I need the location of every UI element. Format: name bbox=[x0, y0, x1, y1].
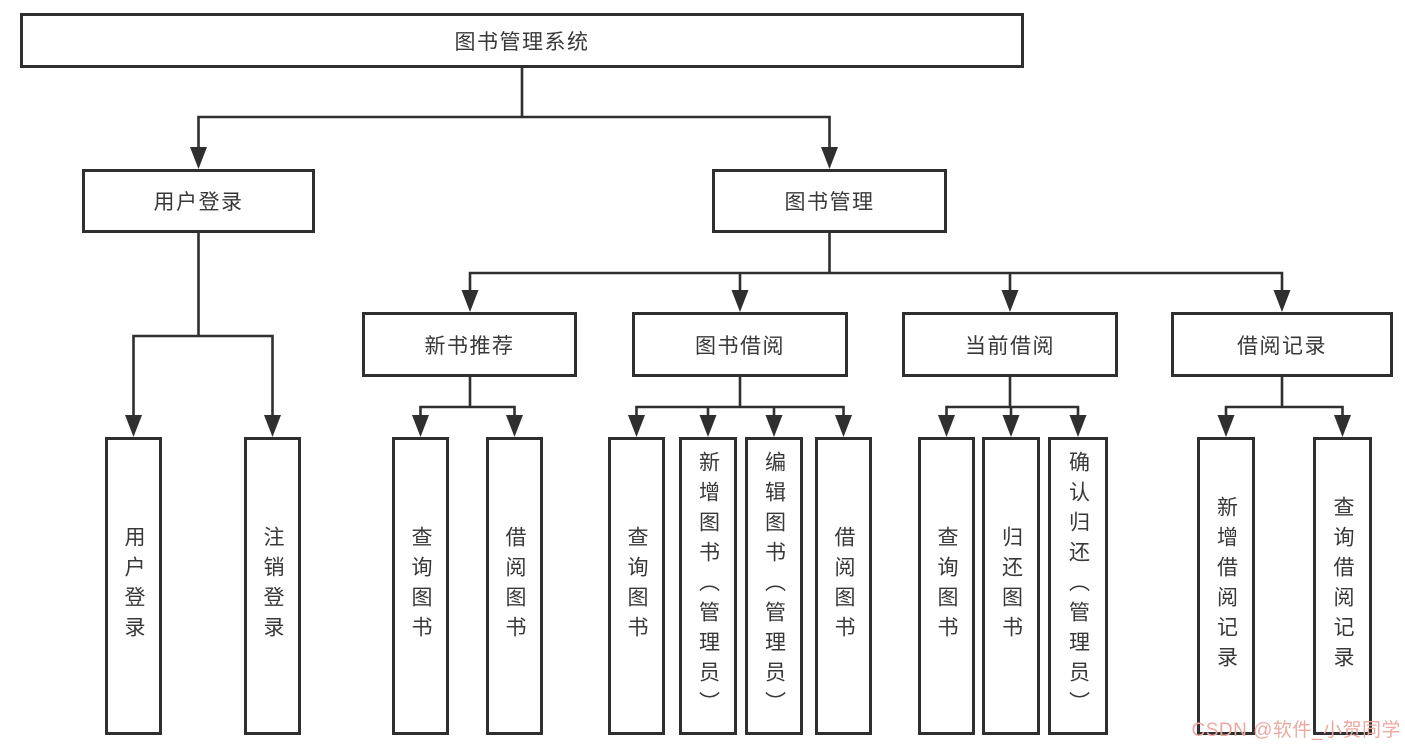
node-book-borrowing: 图书借阅 bbox=[632, 312, 848, 377]
arrow-down-icon bbox=[125, 415, 142, 437]
node-label: 借阅图书 bbox=[503, 526, 526, 646]
leaf-add-borrow-record: 新增借阅记录 bbox=[1197, 437, 1255, 735]
node-label: 图书管理 bbox=[784, 191, 875, 214]
node-user-login: 用户登录 bbox=[82, 169, 315, 233]
node-label: 新书推荐 bbox=[424, 334, 515, 358]
node-label: 用户登录 bbox=[122, 526, 145, 646]
node-label: 借阅记录 bbox=[1237, 334, 1327, 358]
node-book-management: 图书管理 bbox=[712, 169, 947, 233]
node-label: 查询图书 bbox=[625, 526, 648, 646]
arrow-down-icon bbox=[1334, 415, 1351, 437]
node-label: 编辑图书（管理员） bbox=[762, 451, 786, 721]
leaf-edit-book-admin: 编辑图书（管理员） bbox=[745, 437, 803, 735]
arrow-down-icon bbox=[1273, 290, 1291, 312]
node-label: 当前借阅 bbox=[965, 334, 1055, 358]
leaf-add-book-admin: 新增图书（管理员） bbox=[679, 437, 737, 735]
node-label: 图书管理系统 bbox=[454, 30, 590, 54]
connector-lines bbox=[132, 68, 1344, 418]
leaf-query-books-borrowing: 查询图书 bbox=[608, 437, 665, 735]
node-label: 确认归还（管理员） bbox=[1066, 451, 1090, 721]
node-label: 借阅图书 bbox=[832, 526, 855, 646]
leaf-user-login: 用户登录 bbox=[105, 437, 162, 735]
node-new-book-recommendation: 新书推荐 bbox=[362, 312, 577, 377]
node-label: 用户登录 bbox=[153, 191, 244, 214]
node-borrowing-records: 借阅记录 bbox=[1171, 312, 1393, 377]
arrow-down-icon bbox=[1001, 290, 1019, 312]
connector-book-management-to-level3 bbox=[468, 233, 1284, 293]
arrow-down-icon bbox=[1217, 415, 1235, 437]
arrow-down-icon bbox=[699, 415, 717, 437]
node-label: 注销登录 bbox=[261, 526, 284, 646]
arrow-down-icon bbox=[461, 290, 479, 312]
node-label: 查询借阅记录 bbox=[1331, 496, 1354, 676]
arrow-down-icon bbox=[506, 415, 523, 437]
connector-current-borrowing-to-children bbox=[945, 377, 1080, 418]
leaf-borrow-books-recommend: 借阅图书 bbox=[486, 437, 543, 735]
leaf-query-books-current: 查询图书 bbox=[918, 437, 975, 735]
arrowheads bbox=[125, 147, 1351, 437]
arrow-down-icon bbox=[731, 290, 749, 312]
connector-user-login-to-children bbox=[132, 233, 274, 418]
connector-new-book-recommendation-to-children bbox=[419, 377, 516, 418]
arrow-down-icon bbox=[412, 415, 429, 437]
node-label: 归还图书 bbox=[999, 526, 1023, 646]
leaf-query-books-recommend: 查询图书 bbox=[392, 437, 449, 735]
arrow-down-icon bbox=[1002, 415, 1020, 437]
node-label: 查询图书 bbox=[409, 526, 432, 646]
connector-borrowing-records-to-children bbox=[1224, 377, 1344, 418]
leaf-query-borrow-record: 查询借阅记录 bbox=[1313, 437, 1372, 735]
arrow-down-icon bbox=[765, 415, 783, 437]
node-current-borrowing: 当前借阅 bbox=[902, 312, 1118, 377]
arrow-down-icon bbox=[264, 415, 281, 437]
node-label: 新增借阅记录 bbox=[1214, 496, 1238, 676]
node-label: 查询图书 bbox=[935, 526, 958, 646]
arrow-down-icon bbox=[835, 415, 852, 437]
arrow-down-icon bbox=[1069, 415, 1087, 437]
csdn-watermark: CSDN @软件_小贺同学 bbox=[1191, 720, 1401, 741]
node-label: 图书借阅 bbox=[695, 334, 785, 358]
connector-root-to-level2 bbox=[197, 68, 831, 150]
arrow-down-icon bbox=[821, 147, 838, 169]
node-label: 新增图书（管理员） bbox=[696, 451, 720, 721]
node-root: 图书管理系统 bbox=[20, 13, 1024, 68]
arrow-down-icon bbox=[938, 415, 955, 437]
arrow-down-icon bbox=[628, 415, 645, 437]
leaf-logout: 注销登录 bbox=[244, 437, 301, 735]
leaf-return-books: 归还图书 bbox=[982, 437, 1040, 735]
leaf-confirm-return-admin: 确认归还（管理员） bbox=[1048, 437, 1108, 735]
arrow-down-icon bbox=[190, 147, 207, 169]
leaf-borrow-books-borrowing: 借阅图书 bbox=[815, 437, 872, 735]
connector-book-borrowing-to-children bbox=[635, 377, 845, 418]
